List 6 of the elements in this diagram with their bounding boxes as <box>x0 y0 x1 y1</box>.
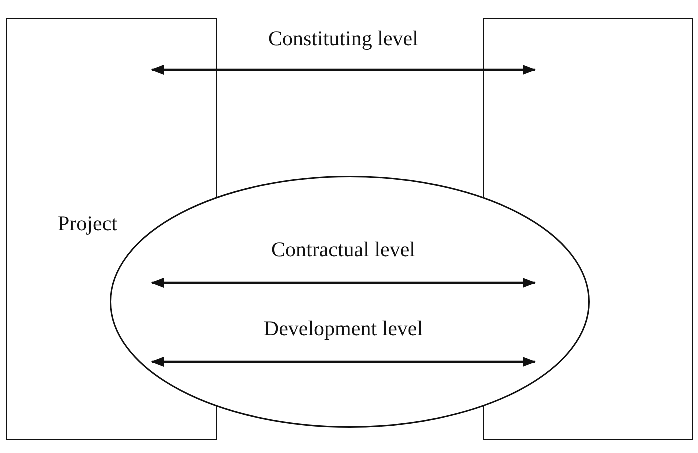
double-arrow <box>151 357 536 367</box>
text-label: Project <box>58 214 118 234</box>
edge-label: Development level <box>262 318 426 340</box>
double-arrow <box>151 278 536 288</box>
edge-label: Constituting level <box>266 28 420 50</box>
double-arrow <box>151 65 536 75</box>
